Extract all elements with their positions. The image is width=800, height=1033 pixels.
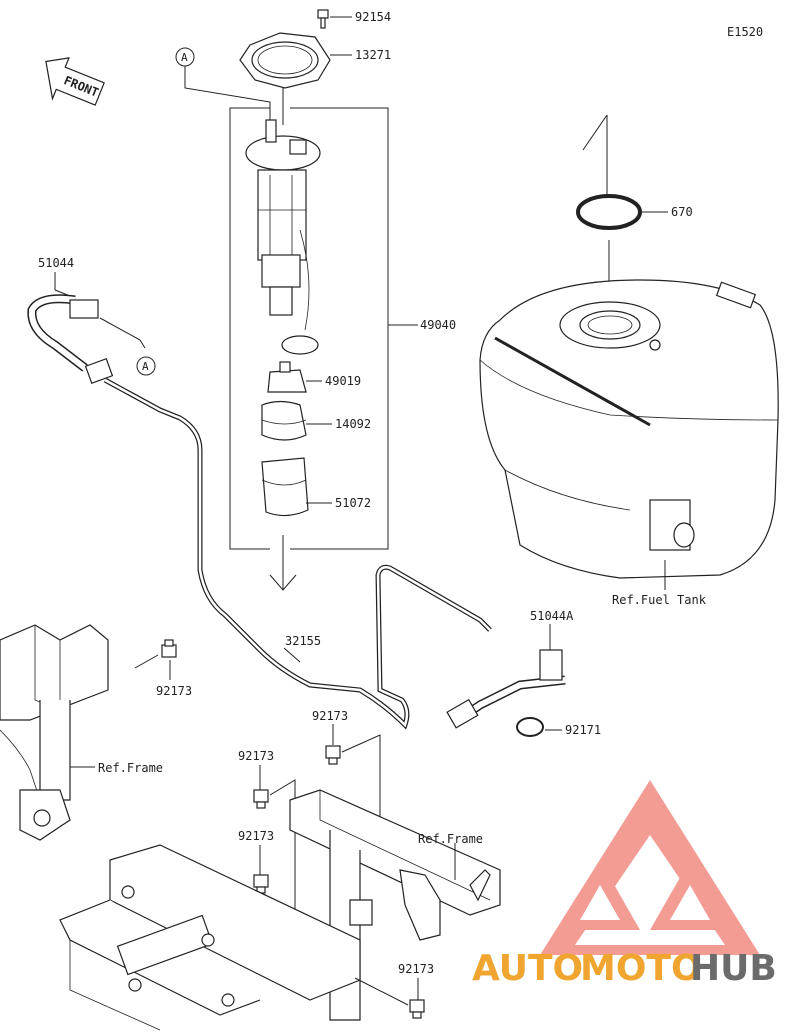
ref-fuel-tank: Ref.Fuel Tank [612,593,707,607]
label-92173-c: 92173 [238,749,274,763]
clip-92173-b [325,745,341,765]
watermark-text: AUTO MOTO HUB [472,948,777,989]
label-14092: 14092 [335,417,371,431]
label-49040: 49040 [420,318,456,332]
label-51072: 51072 [335,496,371,510]
label-49019: 49019 [325,374,361,388]
hose-51044A [446,649,566,729]
frame-left [0,624,109,841]
label-32155: 32155 [285,634,321,648]
front-arrow: FRONT [45,57,105,106]
label-92173-e: 92173 [398,962,434,976]
diagram-code: E1520 [727,25,763,39]
oring-670 [576,194,642,230]
label-670: 670 [671,205,693,219]
label-92173-d: 92173 [238,829,274,843]
label-92173-b: 92173 [312,709,348,723]
cup-51072 [261,457,309,517]
watermark-hub: HUB [690,948,777,989]
label-92154: 92154 [355,10,391,24]
label-51044: 51044 [38,256,74,270]
callout-a-side: A [142,360,149,373]
fuel-line-32155 [103,377,492,730]
watermark-moto: MOTO [580,948,702,989]
ref-frame-left: Ref.Frame [98,761,163,775]
label-92173-a: 92173 [156,684,192,698]
fuel-tank [479,279,779,579]
watermark-auto: AUTO [472,948,583,989]
holder-14092 [261,400,307,441]
label-92171: 92171 [565,723,601,737]
ref-frame-bottom: Ref.Frame [418,832,483,846]
watermark-logo [540,780,760,955]
fuel-pump [245,119,321,355]
clip-92173-c [253,789,269,809]
callout-a-top: A [181,51,188,64]
clip-92173-a [161,639,177,658]
label-13271: 13271 [355,48,391,62]
filter-49019 [267,361,307,393]
frame-bottom [59,789,501,1031]
plate-13271 [239,32,331,89]
hose-51044 [27,294,114,384]
clip-92173-e [409,999,425,1019]
clamp-92171 [516,717,544,737]
label-51044A: 51044A [530,609,574,623]
screw-92154 [317,9,329,29]
